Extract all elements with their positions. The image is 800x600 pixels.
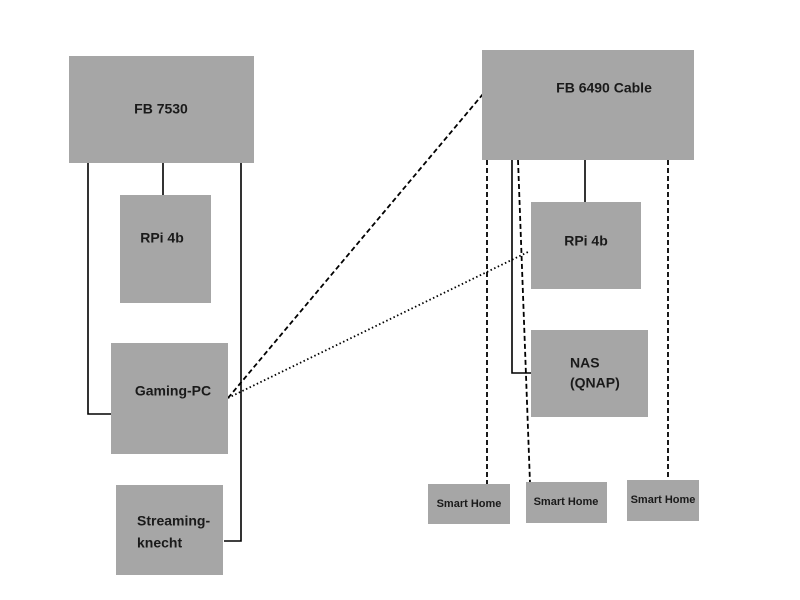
node-streamingknecht[interactable]: Streaming- knecht [116, 485, 223, 575]
node-label-line-1: Streaming- [137, 513, 210, 529]
node-box [120, 195, 211, 303]
node-label: RPi 4b [564, 233, 608, 249]
node-smart-home-1[interactable]: Smart Home [428, 484, 510, 524]
connector-fb6490-smart-home-2 [517, 159, 531, 484]
node-label: Smart Home [534, 496, 599, 508]
node-box [69, 56, 254, 163]
node-smart-home-3[interactable]: Smart Home [627, 480, 699, 521]
node-nas[interactable]: NAS (QNAP) [531, 330, 648, 417]
node-label: RPi 4b [140, 230, 184, 246]
node-rpi-left[interactable]: RPi 4b [120, 195, 211, 303]
connector-fb7530-streaming [224, 163, 242, 542]
node-label: Gaming-PC [135, 383, 211, 399]
node-box [116, 485, 223, 575]
node-label-line-2: knecht [137, 535, 182, 551]
nodes: FB 7530 FB 6490 Cable RPi 4b Gaming-PC S… [69, 50, 699, 575]
node-rpi-right[interactable]: RPi 4b [531, 202, 641, 289]
node-box [627, 480, 699, 521]
node-box [526, 482, 607, 523]
node-label-line-1: NAS [570, 355, 600, 371]
connector-fb7530-gaming-pc [87, 163, 111, 415]
connector-gaming-pc-rpi-right [227, 250, 531, 399]
node-label: FB 6490 Cable [556, 80, 652, 96]
node-box [428, 484, 510, 524]
node-label: Smart Home [437, 498, 502, 510]
node-box [111, 343, 228, 454]
connector-gaming-pc-fb6490 [227, 93, 484, 399]
node-label-line-2: (QNAP) [570, 375, 620, 391]
node-fb7530[interactable]: FB 7530 [69, 56, 254, 163]
node-smart-home-2[interactable]: Smart Home [526, 482, 607, 523]
node-label: FB 7530 [134, 101, 188, 117]
node-box [482, 50, 694, 160]
connector-fb6490-nas [511, 160, 531, 374]
node-fb6490[interactable]: FB 6490 Cable [482, 50, 694, 160]
node-box [531, 202, 641, 289]
node-box [531, 330, 648, 417]
node-label: Smart Home [631, 494, 696, 506]
connections [87, 93, 669, 542]
node-gaming-pc[interactable]: Gaming-PC [111, 343, 228, 454]
